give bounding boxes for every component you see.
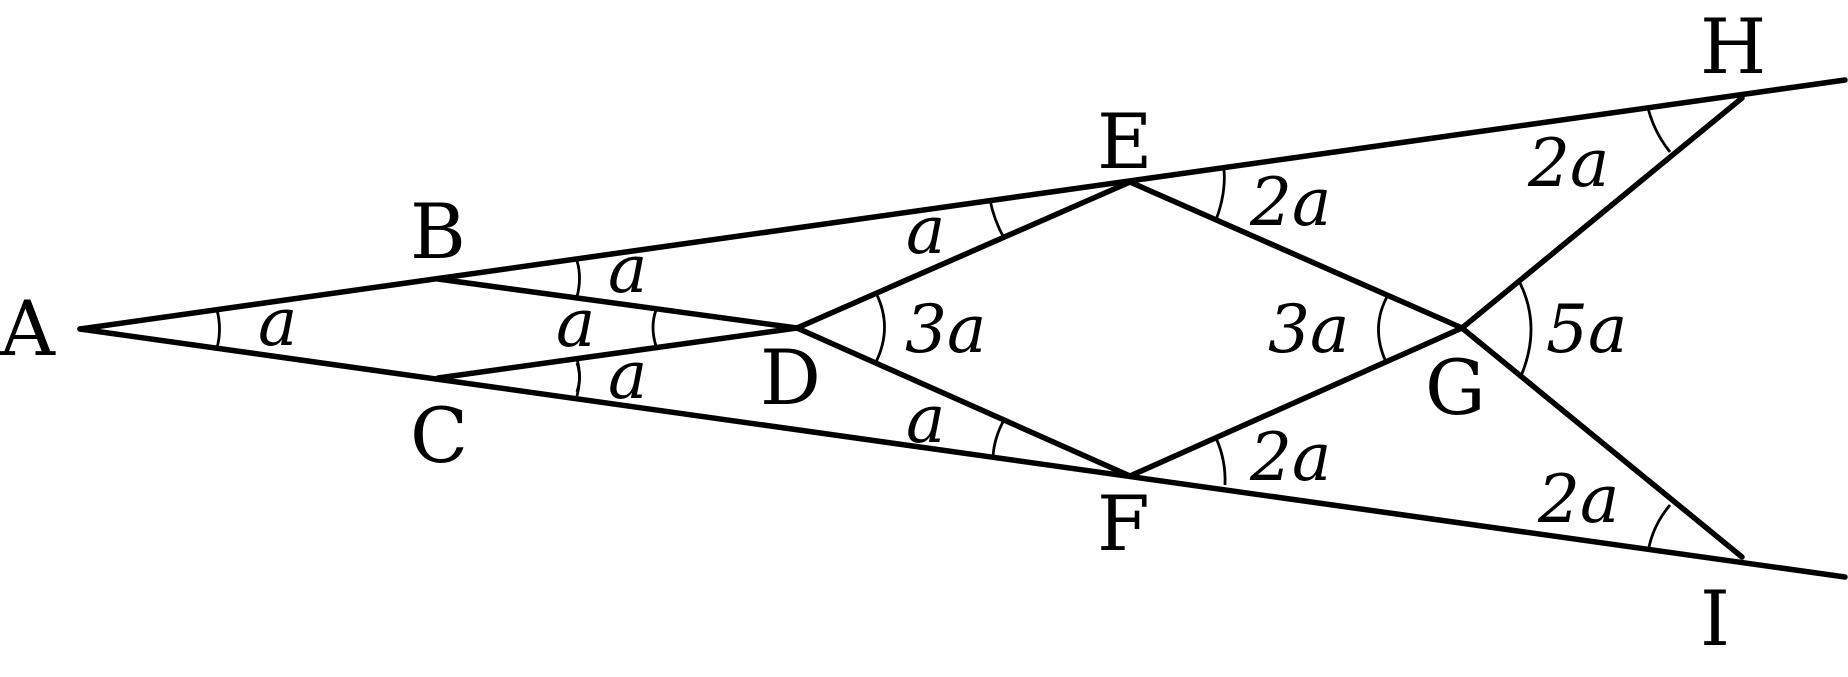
point-label-E: E bbox=[1097, 97, 1152, 186]
angle-label-F-left: a bbox=[906, 381, 945, 458]
angle-label-D-left-upper: a bbox=[556, 285, 595, 362]
angle-label-G-left: 3a bbox=[1268, 291, 1349, 368]
angle-arc-E-left bbox=[988, 199, 1006, 239]
angle-arc-E-right bbox=[1214, 169, 1226, 221]
point-label-C: C bbox=[410, 391, 468, 480]
angle-arc-C-upper bbox=[575, 362, 581, 393]
point-label-F: F bbox=[1097, 479, 1150, 568]
point-label-A: A bbox=[0, 284, 56, 373]
point-label-D: D bbox=[760, 333, 821, 422]
line-A-I bbox=[77, 326, 1848, 580]
angle-arc-H bbox=[1646, 107, 1672, 153]
point-label-I: I bbox=[1700, 574, 1730, 663]
angle-arc-I bbox=[1647, 504, 1672, 548]
angle-arc-D-left-upper bbox=[651, 309, 658, 347]
angle-label-E-right: 2a bbox=[1249, 164, 1331, 241]
angle-arc-G-left bbox=[1377, 294, 1390, 363]
angle-arc-F-right bbox=[1214, 437, 1227, 486]
angle-label-D-right: 3a bbox=[905, 291, 986, 368]
angle-arc-A bbox=[215, 309, 221, 349]
segment-D-E bbox=[794, 179, 1133, 331]
angle-label-I: 2a bbox=[1537, 461, 1619, 538]
angle-arc-D-right bbox=[874, 292, 886, 363]
segment-C-D bbox=[435, 325, 800, 381]
point-label-G: G bbox=[1425, 343, 1486, 432]
angle-label-A: a bbox=[258, 284, 297, 361]
angle-label-C-lower: a bbox=[608, 337, 647, 414]
segment-G-I bbox=[1459, 325, 1745, 560]
angle-arc-F-left bbox=[991, 419, 1006, 458]
segment-E-G bbox=[1127, 179, 1465, 331]
angle-label-E-left: a bbox=[906, 192, 945, 269]
angle-arc-G-right bbox=[1517, 280, 1533, 377]
angle-label-G-right: 5a bbox=[1546, 291, 1627, 368]
segment-B-D bbox=[435, 276, 800, 331]
angle-label-B-upper: a bbox=[608, 231, 647, 308]
angle-arc-B-upper bbox=[575, 260, 581, 298]
point-label-H: H bbox=[1700, 2, 1766, 91]
point-label-B: B bbox=[410, 187, 466, 276]
segment-F-G bbox=[1127, 325, 1465, 479]
line-A-H bbox=[77, 77, 1848, 332]
angle-label-H: 2a bbox=[1527, 125, 1609, 202]
segment-G-H bbox=[1459, 95, 1745, 331]
angle-label-F-right: 2a bbox=[1249, 419, 1331, 496]
segment-D-F bbox=[794, 325, 1133, 479]
